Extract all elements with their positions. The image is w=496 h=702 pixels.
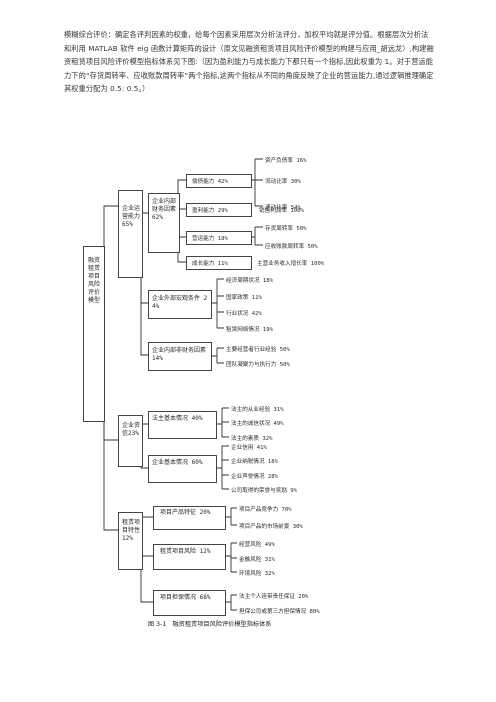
subgroup-owner-basics-label: 法主基本情况 40%	[152, 415, 203, 422]
subgroup-internal-nonfinance-label: 企业内部非财务因素 14%	[152, 347, 207, 362]
item-growth-label: 成长能力 11%	[192, 261, 228, 267]
leaf-company-honors: 公司取得的荣誉与奖励 9%	[231, 488, 298, 494]
leaf-product-market: 项目产品的市场前景 30%	[239, 524, 303, 530]
subgroup-product-features-label: 项目产品特征 20%	[160, 509, 211, 516]
subgroup-guarantee-label: 项目担保情况 68%	[160, 594, 211, 601]
subgroup-guarantee: 项目担保情况 68%	[153, 590, 226, 616]
item-growth: 成长能力 11%	[186, 256, 252, 270]
leaf-third-party-guarantee: 担保公司或第三方担保情况 80%	[239, 609, 320, 615]
group-credit-label: 企业资信23%	[122, 422, 141, 437]
subgroup-internal-finance: 企业内部财务因素62%	[148, 193, 180, 253]
item-profitability-label: 盈利能力 29%	[192, 208, 228, 214]
leaf-current-ratio: 流动比率 30%	[265, 179, 301, 185]
leaf-inventory-turnover: 存货周转率 50%	[265, 226, 307, 232]
leaf-company-tax: 企业纳税情况 18%	[231, 459, 279, 465]
subgroup-internal-finance-label: 企业内部财务因素62%	[152, 198, 177, 221]
item-operating: 营运能力 18%	[186, 231, 252, 245]
group-project-label: 租赁项目特性12%	[122, 519, 141, 542]
leaf-debt-ratio: 资产负债率 16%	[265, 158, 307, 164]
leaf-operating-risk: 经营风险 49%	[239, 542, 275, 548]
subgroup-project-risk-label: 租赁项目风险 12%	[160, 548, 211, 555]
item-profitability: 盈利能力 29%	[186, 203, 252, 217]
leaf-environment-risk: 环境风险 32%	[239, 571, 275, 577]
leaf-team-cohesion: 团队凝聚力与执行力 50%	[226, 362, 290, 368]
root-node: 融资租赁项目风险评价模型	[83, 246, 105, 422]
intro-paragraph: 模糊综合评价：确定各评判因素的权重，给每个因素采用层次分析法评分，加权平均就是评…	[64, 30, 434, 93]
leaf-owner-quality: 法主的素质 32%	[231, 436, 273, 442]
leaf-product-competitiveness: 项目产品竞争力 70%	[239, 507, 292, 513]
subgroup-product-features: 项目产品特征 20%	[153, 506, 226, 530]
leaf-profit-margin: 销售利润率 100%	[259, 208, 304, 214]
figure-caption: 图 3-1 融资租赁项目风险评价模型指标体系	[148, 621, 272, 628]
group-credit: 企业资信23%	[118, 415, 143, 467]
leaf-quick-ratio: 速动比率 54%	[265, 205, 301, 211]
leaf-industry-status: 行业状况 42%	[226, 311, 262, 317]
leaf-company-reputation: 企业声誉情况 28%	[231, 474, 279, 480]
leaf-financial-risk: 金融风险 31%	[239, 557, 275, 563]
group-operations-label: 企业运营能力65%	[122, 205, 141, 228]
leaf-owner-integrity: 法主的诚信状况 49%	[231, 421, 284, 427]
leaf-company-credit: 企业信用 41%	[231, 445, 267, 451]
item-solvency: 偿债能力 42%	[186, 174, 252, 188]
subgroup-company-basics-label: 企业基本情况 60%	[152, 459, 203, 466]
leaf-personal-guarantee: 法主个人连带责任保证 20%	[239, 594, 309, 600]
subgroup-owner-basics: 法主基本情况 40%	[148, 411, 217, 439]
leaf-manager-experience: 主要经营者行业经验 50%	[226, 347, 290, 353]
leaf-leasing-network: 租赁网络情况 19%	[226, 327, 274, 333]
root-label: 融资租赁项目风险评价模型	[88, 257, 101, 304]
leaf-economic-cycle: 经济周期状况 18%	[226, 278, 274, 284]
item-solvency-label: 偿债能力 42%	[192, 179, 228, 185]
leaf-national-policy: 国家政策 11%	[226, 295, 262, 301]
leaf-receivable-turnover: 应收账款周转率 50%	[265, 244, 318, 250]
leaf-revenue-growth: 主营业务收入增长率 100%	[257, 261, 325, 267]
subgroup-external-macro: 企业外部宏观条件 24%	[148, 290, 212, 319]
group-operations: 企业运营能力65%	[118, 190, 143, 278]
leaf-owner-experience: 法主的从业经验 31%	[231, 407, 284, 413]
subgroup-internal-nonfinance: 企业内部非财务因素 14%	[148, 342, 212, 371]
subgroup-project-risk: 租赁项目风险 12%	[153, 544, 226, 570]
item-operating-label: 营运能力 18%	[192, 236, 228, 242]
subgroup-company-basics: 企业基本情况 60%	[148, 455, 217, 483]
group-project: 租赁项目特性12%	[118, 512, 143, 570]
subgroup-external-macro-label: 企业外部宏观条件 24%	[152, 295, 208, 310]
